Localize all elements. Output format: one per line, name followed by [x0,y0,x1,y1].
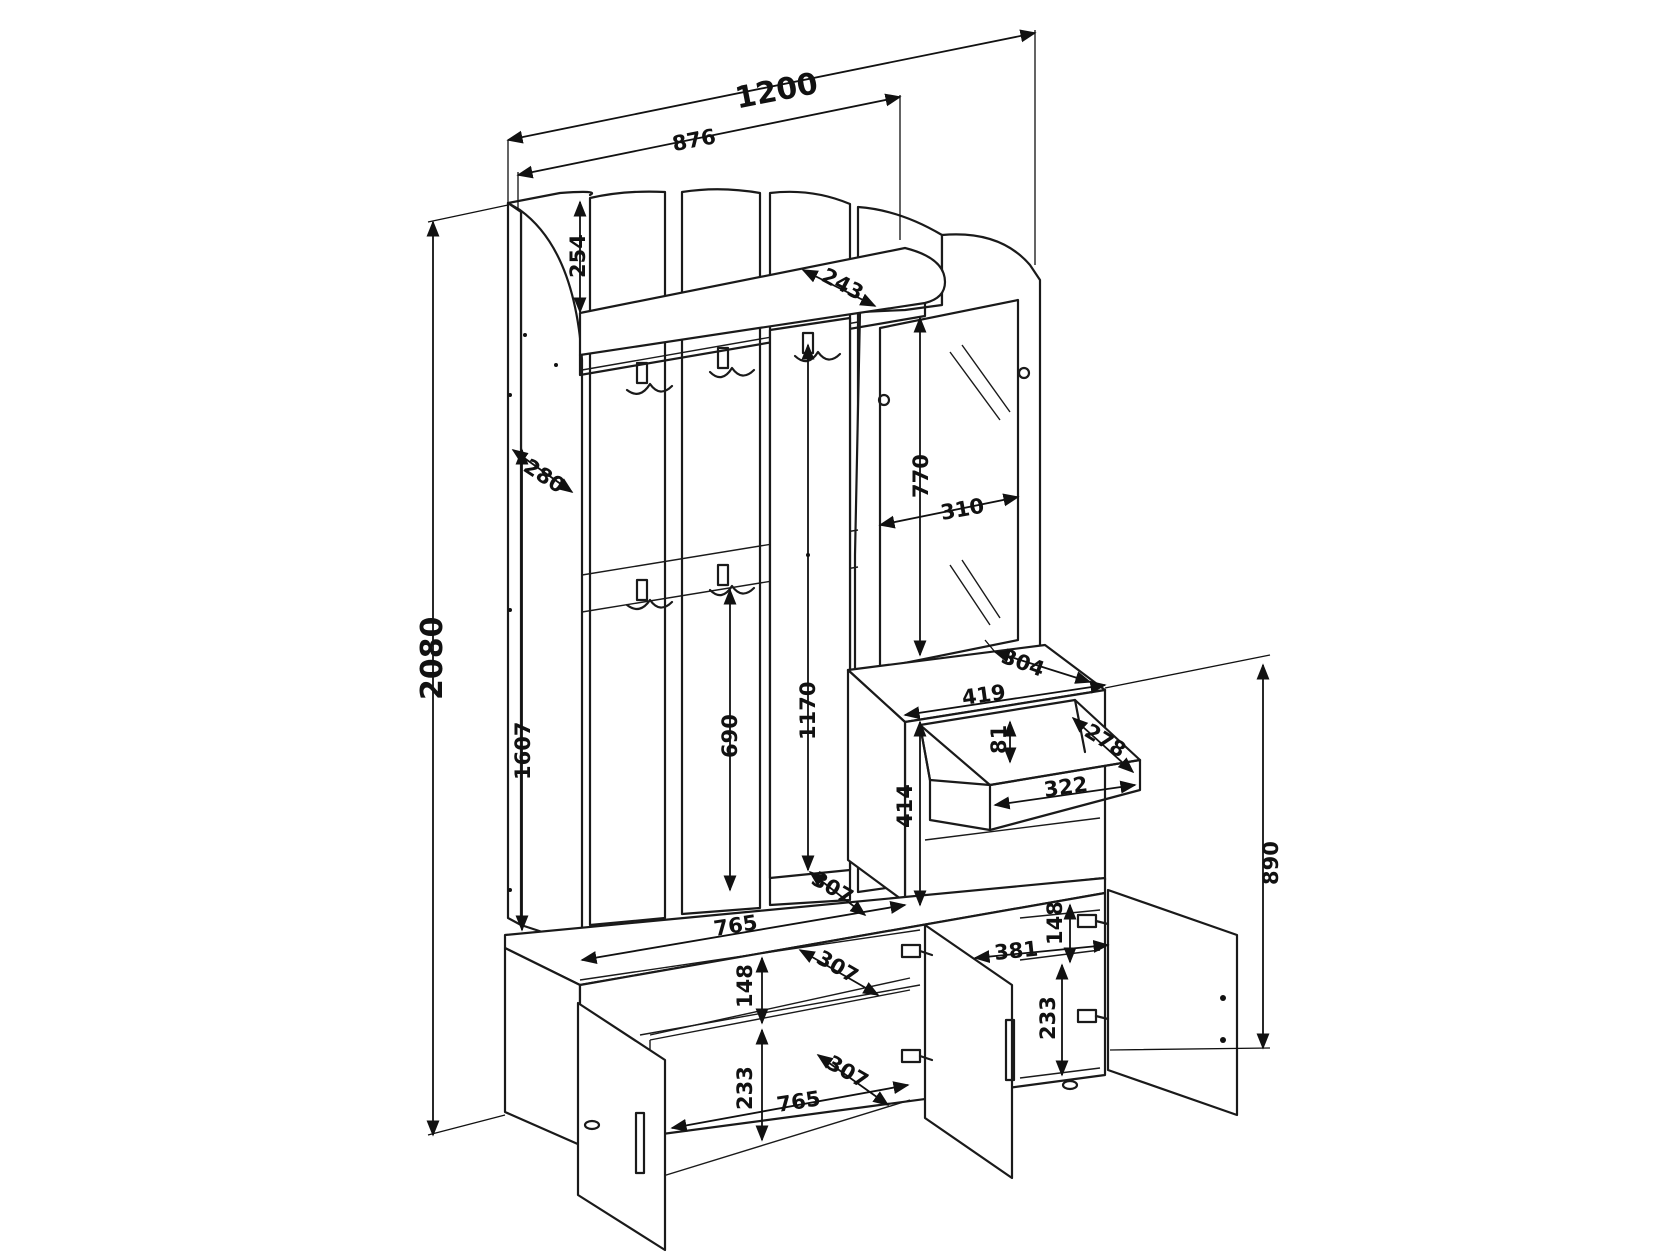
right-cabinet-door-open [1106,888,1239,1117]
dim-right-shelf-width: 381 [993,937,1039,965]
dim-lower-hook-height: 690 [718,714,742,758]
leg-right [1061,1079,1079,1091]
dim-left-lower-height: 233 [733,1066,757,1110]
leg-left [583,1119,601,1131]
left-cabinet-door-open [576,1001,667,1252]
dim-inner-width: 876 [670,124,718,156]
hanger-slat-front [768,316,852,880]
dim-mirror-height: 770 [909,454,933,498]
coat-hook-2 [708,346,756,379]
middle-cabinet-door-open [923,923,1014,1180]
coat-hook-5 [708,563,756,597]
coat-hook-1 [625,361,674,395]
hinge-2 [900,1048,934,1064]
dim-hanger-height: 1607 [511,722,535,780]
coat-hook-4 [625,578,674,611]
hinge-3 [1076,913,1110,929]
dim-drawer-height: 81 [987,725,1011,754]
hinge-4 [1076,1008,1110,1024]
dim-panel-height: 1170 [796,682,820,740]
dim-right-lower-height: 233 [1036,996,1060,1040]
left-side-panel-front [506,201,523,927]
dim-right-shelf-height: 148 [1043,901,1067,945]
middle-door-handle [1004,1018,1016,1082]
left-door-handle [634,1111,646,1175]
dim-total-height: 2080 [415,617,450,701]
dim-arch-height: 254 [566,234,590,278]
drawer-front [928,778,992,832]
back-slat-2 [680,188,762,916]
dim-right-cabinet-height: 890 [1259,841,1283,885]
dimension-lines [426,29,1271,1142]
dim-total-width: 1200 [732,66,821,116]
dim-module-height: 414 [893,784,917,828]
dim-left-shelf-height: 148 [733,964,757,1008]
